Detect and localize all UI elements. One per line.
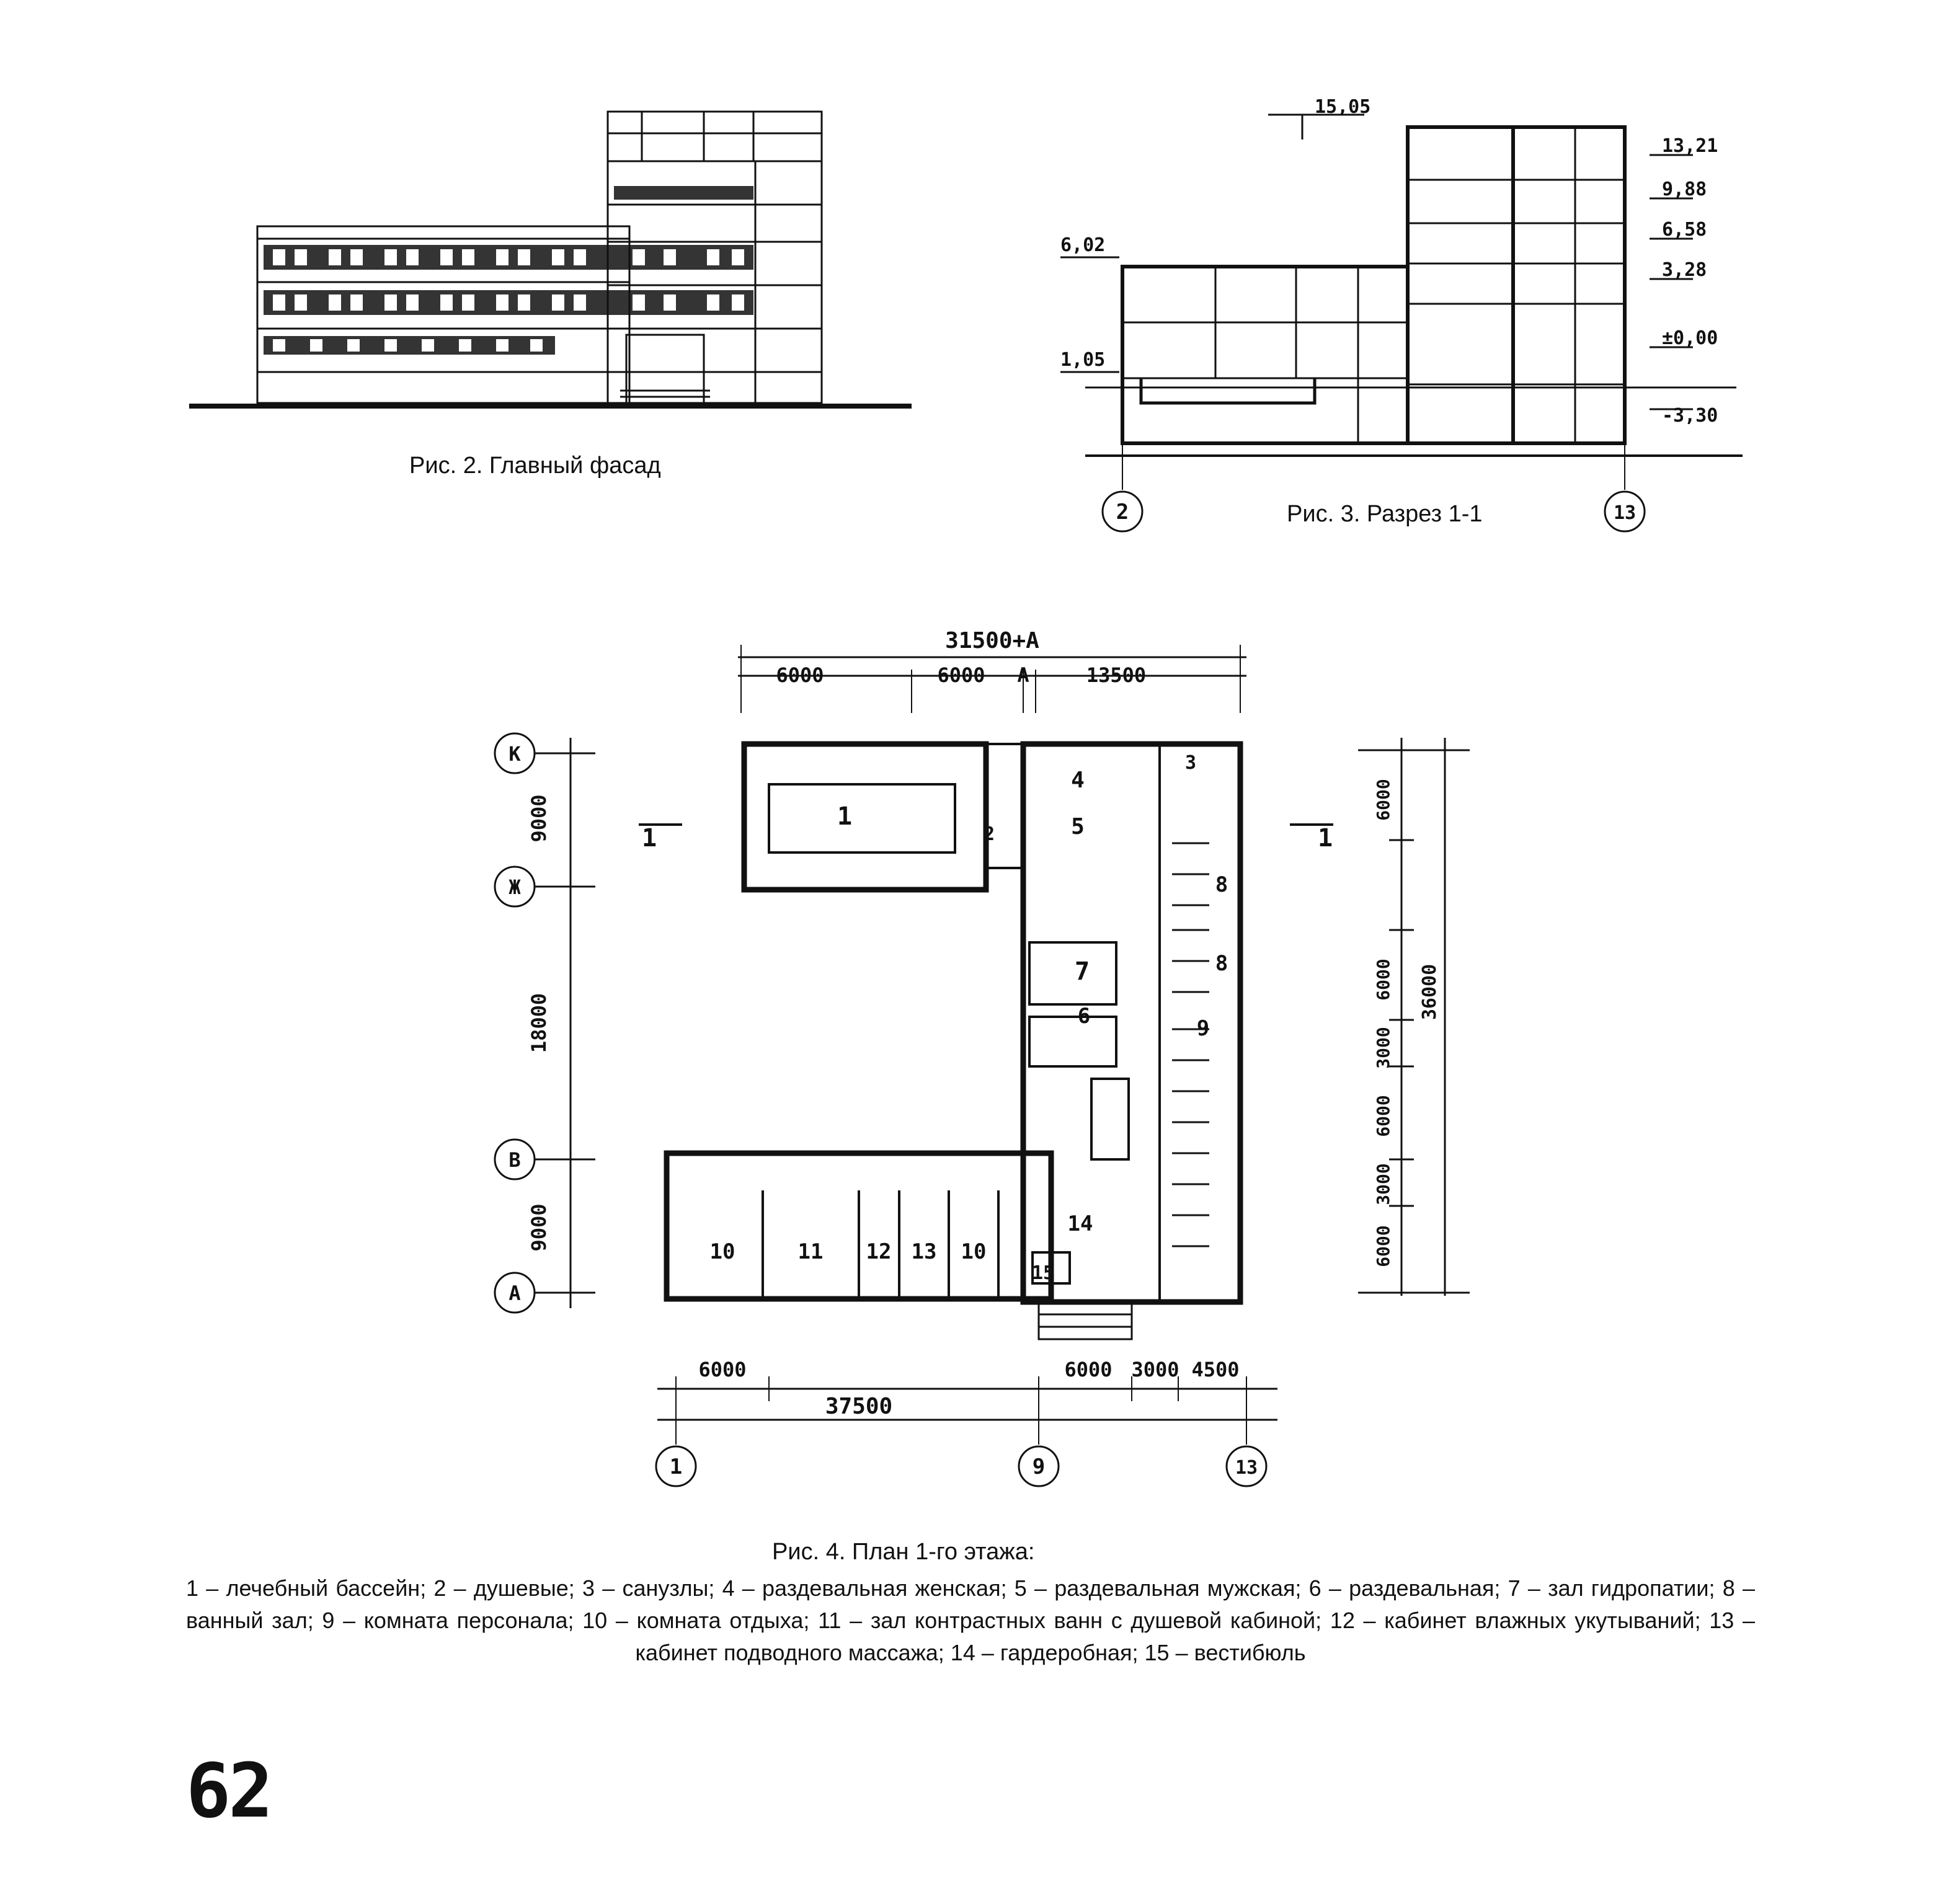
facade-drawing (186, 105, 918, 415)
section-level-left-lower: 1,05 (1060, 349, 1105, 371)
plan-dim-right-5: 3000 (1373, 1163, 1393, 1205)
section-axis-2: 2 (1116, 500, 1129, 525)
room-8a: 8 (1215, 872, 1228, 897)
room-10a: 10 (710, 1239, 735, 1264)
section-level-3: 6,58 (1662, 219, 1707, 241)
plan-dim-top-1: 6000 (776, 663, 824, 687)
plan-dim-bottom-3: 3000 (1131, 1358, 1179, 1381)
plan-dim-right-total: 36000 (1419, 964, 1441, 1020)
section-level-left-upper: 6,02 (1060, 234, 1105, 256)
plan-dim-top-4: 13500 (1086, 663, 1146, 687)
plan-dim-bottom-total: 37500 (825, 1394, 892, 1419)
room-1: 1 (837, 802, 852, 831)
floor-plan: 31500+А 6000 6000 А 13500 9000 18000 900… (477, 620, 1495, 1500)
page-number: 62 (186, 1748, 273, 1835)
plan-axis-13: 13 (1235, 1457, 1258, 1479)
plan-dim-right-6: 6000 (1373, 1225, 1393, 1267)
section-drawing: 15,05 6,02 1,05 13,21 9,88 6,58 3,28 ±0,… (1048, 99, 1755, 546)
plan-dim-right-3: 3000 (1373, 1027, 1393, 1068)
room-11: 11 (798, 1239, 824, 1264)
room-8b: 8 (1215, 951, 1228, 976)
plan-dim-bottom-4: 4500 (1191, 1358, 1239, 1381)
plan-axis-zh: Ж (509, 875, 521, 899)
room-10b: 10 (961, 1239, 987, 1264)
section-level-2: 9,88 (1662, 179, 1707, 200)
room-3: 3 (1185, 752, 1196, 774)
plan-dim-right-1: 6000 (1373, 779, 1393, 820)
section-level-1: 13,21 (1662, 135, 1718, 157)
plan-axis-a: А (509, 1282, 520, 1305)
section-level-5: ±0,00 (1662, 327, 1718, 349)
facade-caption: Рис. 2. Главный фасад (409, 453, 661, 479)
plan-section-mark-right: 1 (1318, 824, 1333, 852)
room-15: 15 (1032, 1262, 1054, 1284)
section-level-6: -3,30 (1662, 405, 1718, 427)
plan-axis-9: 9 (1033, 1455, 1045, 1479)
room-9: 9 (1197, 1016, 1209, 1041)
room-5: 5 (1071, 814, 1085, 839)
room-6: 6 (1078, 1004, 1090, 1029)
room-2: 2 (984, 823, 995, 845)
plan-dim-left-1: 9000 (527, 794, 551, 842)
section-axis-13: 13 (1614, 502, 1636, 524)
section-level-top: 15,05 (1315, 99, 1370, 118)
plan-dim-right-2: 6000 (1373, 959, 1393, 1000)
plan-dim-left-2: 18000 (527, 993, 551, 1053)
plan-caption: Рис. 4. План 1-го этажа: (772, 1539, 1035, 1565)
plan-section-mark-left: 1 (642, 824, 657, 852)
plan-dim-bottom-1: 6000 (698, 1358, 746, 1381)
plan-dim-bottom-2: 6000 (1064, 1358, 1112, 1381)
room-14: 14 (1068, 1211, 1093, 1236)
plan-dim-top-2: 6000 (937, 663, 985, 687)
section-caption: Рис. 3. Разрез 1-1 (1287, 501, 1483, 527)
room-13: 13 (912, 1239, 937, 1264)
plan-dim-left-3: 9000 (527, 1203, 551, 1251)
plan-dim-top-total: 31500+А (945, 628, 1039, 653)
room-7: 7 (1075, 957, 1090, 986)
plan-axis-k: К (509, 742, 521, 766)
plan-axis-1: 1 (670, 1455, 682, 1479)
plan-dim-right-4: 6000 (1373, 1095, 1393, 1136)
room-4: 4 (1071, 768, 1085, 793)
room-12: 12 (866, 1239, 892, 1264)
plan-dim-top-3: А (1017, 663, 1029, 687)
plan-axis-v: В (509, 1148, 520, 1172)
section-level-4: 3,28 (1662, 259, 1707, 281)
plan-legend: 1 – лечебный бассейн; 2 – душевые; 3 – с… (186, 1575, 1755, 1665)
